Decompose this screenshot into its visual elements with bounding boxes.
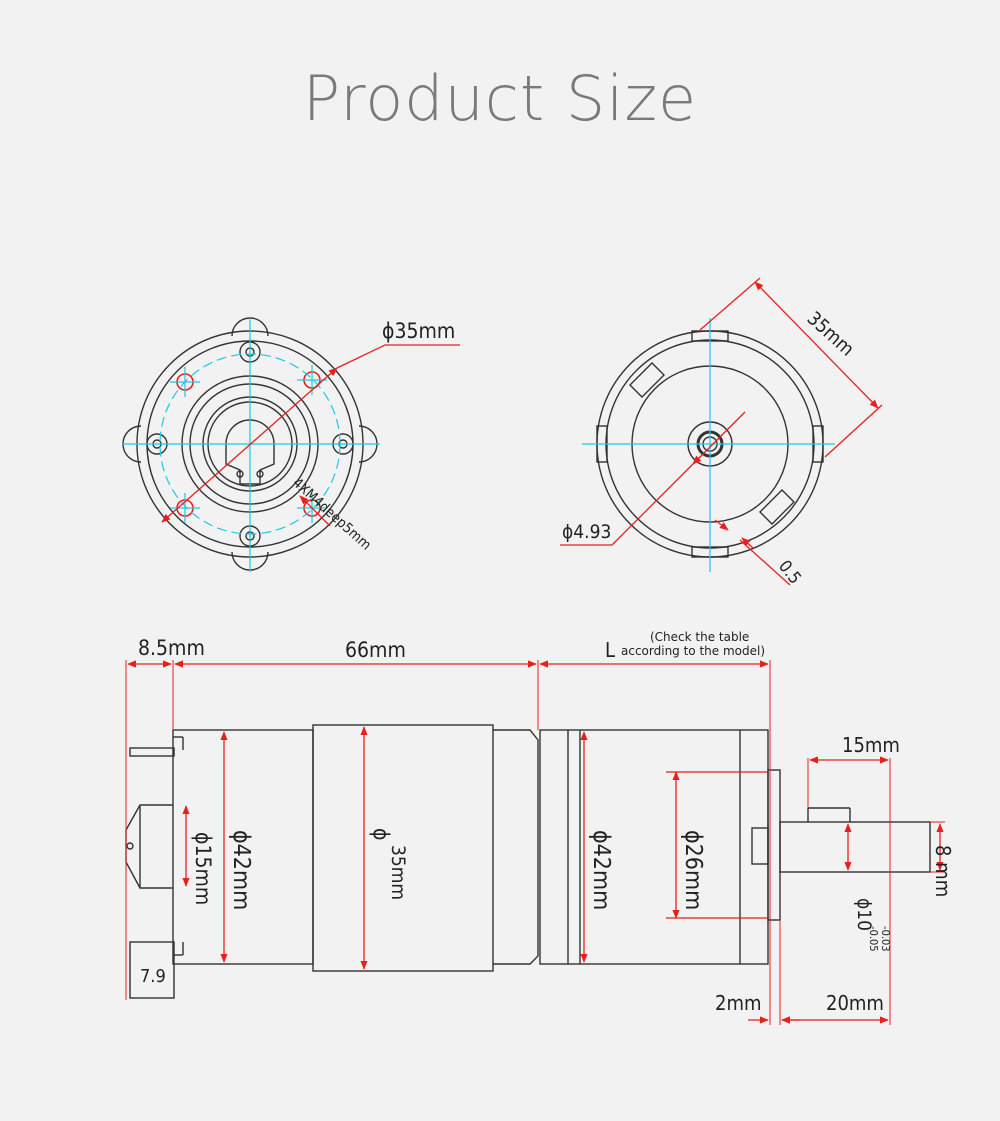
bearing-dia-label: ϕ15mm	[191, 832, 215, 905]
shaft-dia-label: ϕ10	[853, 898, 875, 931]
shaft-len-label: 20mm	[826, 991, 884, 1015]
rear-shaft-hole-label: ϕ4.93	[562, 521, 611, 543]
front-hole-label: 4XM4deep5mm	[289, 475, 374, 554]
shaft-tol-lower: -0.05	[867, 926, 880, 952]
gearbox-length-symbol: L	[605, 638, 615, 662]
front-view: ϕ35mm 4XM4deep5mm	[122, 317, 460, 572]
gearbox-length-note-2: according to the model)	[621, 644, 765, 658]
shaft-flat-label: 15mm	[842, 733, 900, 757]
front-pcd-label: ϕ35mm	[382, 319, 455, 343]
page-title: Product Size	[302, 62, 698, 135]
boss-dia-label: ϕ26mm	[680, 830, 706, 910]
motor-dia-label: ϕ42mm	[228, 830, 254, 910]
rear-view: 35mm ϕ4.93 0.5	[560, 277, 883, 588]
rear-diameter-label: 35mm	[803, 307, 859, 360]
motor-length-label: 66mm	[345, 638, 406, 662]
side-view: 8.5mm 66mm L (Check the table according …	[125, 630, 955, 1025]
left-length-label: 8.5mm	[138, 636, 205, 660]
gearbox-dia-label: ϕ42mm	[588, 830, 614, 910]
boss-len-label: 2mm	[715, 991, 762, 1015]
ring-dia-symbol: ϕ	[369, 828, 393, 840]
gearbox-length-note-1: (Check the table	[650, 630, 749, 644]
shaft-tol-upper: -0.03	[879, 926, 892, 952]
terminal-label: 7.9	[140, 966, 166, 987]
shaft-height-label: 8 mm	[931, 845, 955, 897]
ring-dia-label: 35mm	[387, 845, 409, 900]
rear-offset-label: 0.5	[774, 557, 805, 588]
